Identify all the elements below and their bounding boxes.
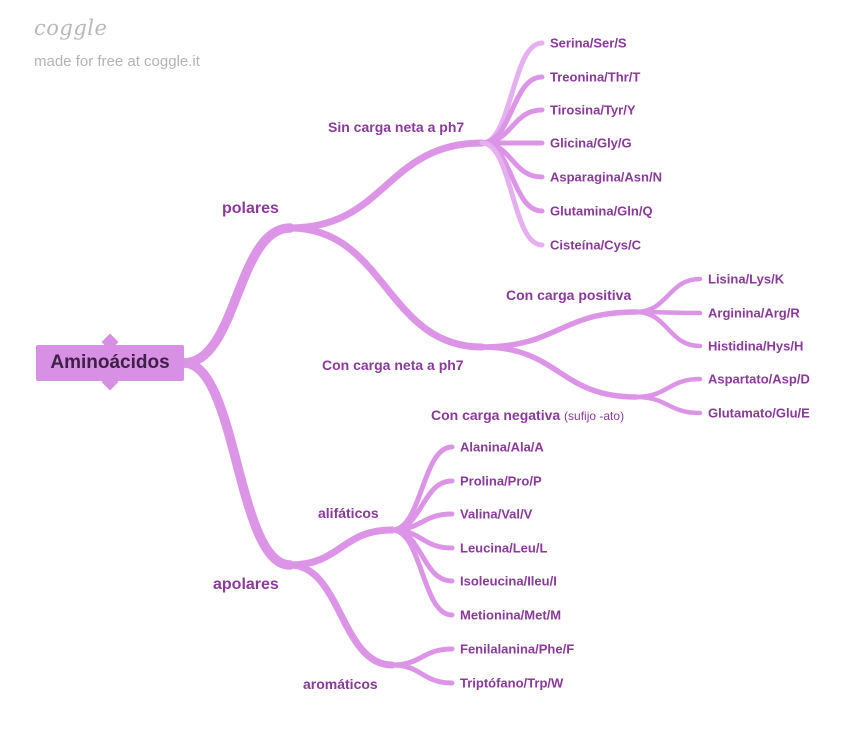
- branch-aromaticos-leaf-0: [389, 646, 455, 668]
- leaf-serina[interactable]: Serina/Ser/S: [550, 35, 627, 51]
- node-sin-carga[interactable]: Sin carga neta a ph7: [328, 119, 465, 135]
- leaf-leucina[interactable]: Leucina/Leu/L: [460, 540, 548, 556]
- branch-negativa-leaf-0: [633, 376, 703, 400]
- node-con-carga-positiva[interactable]: Con carga positiva: [506, 287, 632, 303]
- leaf-prolina[interactable]: Prolina/Pro/P: [460, 473, 542, 489]
- branch-apolares-alifaticos: [286, 526, 396, 569]
- branch-polares-sin-carga: [286, 139, 486, 232]
- leaf-isoleucina[interactable]: Isoleucina/Ileu/I: [460, 573, 557, 589]
- node-apolares[interactable]: apolares: [213, 576, 279, 593]
- node-con-carga-negativa[interactable]: Con carga negativa (sufijo -ato): [431, 407, 624, 423]
- leaf-triptofano[interactable]: Triptófano/Trp/W: [460, 675, 564, 691]
- leaf-alanina[interactable]: Alanina/Ala/A: [460, 439, 544, 455]
- leaf-valina[interactable]: Valina/Val/V: [460, 506, 533, 522]
- branch-alifaticos-leaf-0: [389, 444, 455, 533]
- node-alifaticos[interactable]: alifáticos: [318, 505, 379, 521]
- branch-root-apolares: [179, 358, 295, 570]
- leaf-histidina[interactable]: Histidina/Hys/H: [708, 338, 804, 354]
- node-aromaticos[interactable]: aromáticos: [303, 676, 378, 692]
- branch-root-polares: [179, 223, 295, 368]
- branch-polares-con-carga: [286, 224, 486, 351]
- coggle-tagline[interactable]: made for free at coggle.it: [34, 53, 200, 70]
- branch-alifaticos-leaf-2: [389, 511, 455, 533]
- node-con-carga[interactable]: Con carga neta a ph7: [322, 357, 464, 373]
- branch-positiva-leaf-2: [633, 309, 703, 349]
- branch-alifaticos-leaf-5: [389, 527, 455, 618]
- branch-con-carga-negativa: [479, 344, 639, 400]
- branch-con-carga-positiva: [479, 309, 639, 350]
- node-polares[interactable]: polares: [222, 200, 279, 217]
- coggle-logo[interactable]: coggle: [34, 16, 108, 40]
- leaf-glutamina[interactable]: Glutamina/Gln/Q: [550, 203, 653, 219]
- leaf-glicina[interactable]: Glicina/Gly/G: [550, 135, 632, 151]
- leaf-treonina[interactable]: Treonina/Thr/T: [550, 69, 641, 85]
- branch-sin-carga-leaf-6: [479, 140, 545, 248]
- leaf-cisteina[interactable]: Cisteína/Cys/C: [550, 237, 642, 253]
- leaf-arginina[interactable]: Arginina/Arg/R: [708, 305, 800, 321]
- leaf-glutamato[interactable]: Glutamato/Glu/E: [708, 405, 810, 421]
- leaf-aspartato[interactable]: Aspartato/Asp/D: [708, 371, 810, 387]
- root-label: Aminoácidos: [50, 352, 170, 373]
- branch-aromaticos-leaf-1: [389, 662, 455, 686]
- con-carga-negativa-note: (sufijo -ato): [564, 409, 625, 423]
- leaf-metionina[interactable]: Metionina/Met/M: [460, 607, 562, 623]
- branch-apolares-aromaticos: [286, 561, 396, 669]
- branch-positiva-leaf-0: [633, 276, 703, 315]
- branch-negativa-leaf-1: [633, 394, 703, 416]
- leaf-fenilalanina[interactable]: Fenilalanina/Phe/F: [460, 641, 575, 657]
- root-node[interactable]: Aminoácidos: [36, 345, 184, 381]
- con-carga-negativa-label: Con carga negativa: [431, 407, 561, 423]
- leaf-lisina[interactable]: Lisina/Lys/K: [708, 271, 785, 287]
- leaf-asparagina[interactable]: Asparagina/Asn/N: [550, 169, 662, 185]
- leaf-tirosina[interactable]: Tirosina/Tyr/Y: [550, 102, 636, 118]
